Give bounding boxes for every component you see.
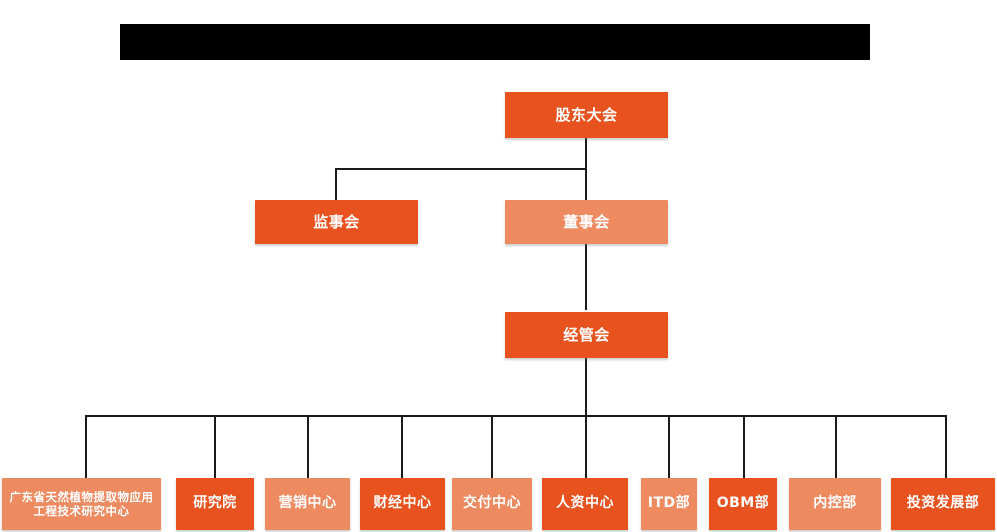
connector-drop-6: [585, 415, 587, 478]
connector-drop-10: [945, 415, 947, 478]
connector-drop-5: [491, 415, 493, 478]
node-internal-control-department[interactable]: 内控部: [789, 478, 881, 530]
node-label: 人资中心: [556, 495, 614, 512]
node-research-institute[interactable]: 研究院: [176, 478, 254, 530]
node-board-of-supervisors[interactable]: 监事会: [255, 200, 418, 244]
redacted-title-bar: [120, 24, 870, 60]
connector-drop-7: [668, 415, 670, 478]
node-marketing-center[interactable]: 营销中心: [265, 478, 350, 530]
node-label: ITD部: [647, 495, 691, 512]
node-label: 内控部: [813, 495, 857, 512]
node-obm-department[interactable]: OBM部: [709, 478, 777, 530]
node-finance-center[interactable]: 财经中心: [360, 478, 445, 530]
node-investment-development-department[interactable]: 投资发展部: [891, 478, 995, 530]
node-label: 股东大会: [555, 105, 618, 124]
connector-drop-8: [743, 415, 745, 478]
connector-level2-bus: [335, 168, 587, 170]
node-label: 交付中心: [463, 495, 521, 512]
connector-drop-1: [85, 415, 87, 478]
connector-directors-down: [585, 168, 587, 200]
node-itd-department[interactable]: ITD部: [641, 478, 697, 530]
node-label: 董事会: [563, 212, 610, 231]
node-hr-center[interactable]: 人资中心: [542, 478, 628, 530]
connector-management-down: [585, 358, 587, 416]
node-label: 投资发展部: [906, 495, 980, 512]
node-label: 研究院: [193, 495, 237, 512]
node-management-committee[interactable]: 经管会: [505, 312, 668, 358]
connector-drop-2: [214, 415, 216, 478]
node-label: 监事会: [313, 212, 360, 231]
node-label: 营销中心: [278, 495, 337, 512]
node-label: 广东省天然植物提取物应用工程技术研究中心: [9, 489, 154, 518]
node-delivery-center[interactable]: 交付中心: [452, 478, 532, 530]
node-shareholders-meeting[interactable]: 股东大会: [505, 92, 668, 138]
node-gd-plant-extract-center[interactable]: 广东省天然植物提取物应用工程技术研究中心: [2, 478, 161, 530]
connector-bottom-bus: [85, 415, 946, 417]
connector-drop-9: [835, 415, 837, 478]
node-label: OBM部: [716, 495, 770, 512]
connector-shareholders-down: [585, 138, 587, 169]
node-board-of-directors[interactable]: 董事会: [505, 200, 668, 244]
connector-drop-4: [401, 415, 403, 478]
node-label: 经管会: [563, 325, 610, 344]
connector-drop-3: [307, 415, 309, 478]
connector-directors-to-management: [585, 240, 587, 310]
connector-supervisors-down: [335, 168, 337, 200]
node-label: 财经中心: [373, 495, 432, 512]
